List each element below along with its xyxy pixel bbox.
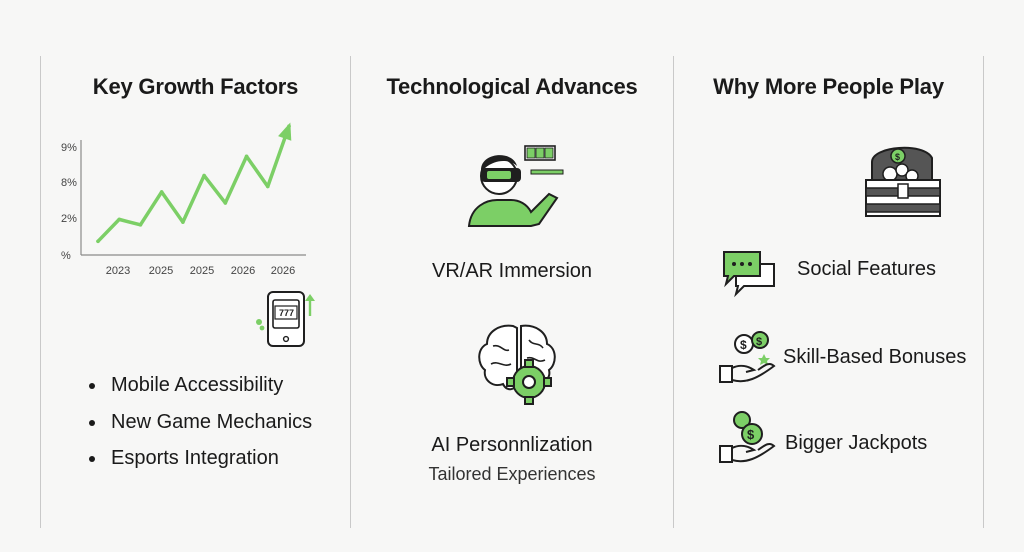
chart-trend-arrowhead [278,122,292,141]
divider-middle-left [350,56,351,528]
svg-text:$: $ [895,152,900,162]
slot-machine-phone-icon: 777 [256,291,315,347]
chart-series-line [96,124,291,244]
chart-data-point [202,173,206,178]
chart-data-point [96,239,100,244]
svg-text:$: $ [756,336,762,348]
chart-data-point [223,201,228,205]
chart-data-point [138,223,143,227]
ai-personalization-label: AI Personnlization [431,434,593,456]
chart-y-tick-label: 2% [61,213,77,225]
why-title: Why More People Play [713,74,944,99]
svg-text:777: 777 [279,308,294,318]
divider-middle-right [673,56,674,528]
growth-chart: 9% 8% 2%% 2023 2025 2025 2026 2026 [61,122,306,277]
bullet-esports-integration: Esports Integration [89,443,312,480]
chart-x-tick-label: 2026 [271,265,295,277]
panel-technological-advances: Technological Advances VR/AR Immersion [351,0,673,552]
chart-data-point [181,220,185,224]
growth-title: Key Growth Factors [92,74,299,99]
bullet-new-game-mechanics: New Game Mechanics [89,407,312,444]
tech-title: Technological Advances [386,74,638,99]
chart-y-tick-label: 9% [61,142,77,154]
growth-bullet-list: Mobile Accessibility New Game Mechanics … [89,370,312,480]
treasure-chest-icon: $ [865,146,941,217]
hand-jackpot-coins-icon: $ [719,411,776,463]
panel-why-more-people-play: Why More People Play $ Social Features $… [674,0,983,552]
chart-data-point [244,154,249,159]
social-features-label: Social Features [797,258,936,280]
brain-gear-icon [478,324,556,405]
chart-x-tick-label: 2026 [231,265,255,277]
chart-y-tick-label: 8% [61,177,77,189]
svg-text:$: $ [740,338,747,352]
chart-data-point [265,184,270,189]
vr-ar-label: VR/AR Immersion [431,260,593,282]
bigger-jackpots-label: Bigger Jackpots [785,432,928,454]
hand-coins-icon: $ $ [719,331,776,383]
chart-x-tick-label: 2023 [106,265,130,277]
chart-data-point [117,217,122,222]
vr-headset-person-icon [467,145,564,227]
panel-growth-factors: Key Growth Factors 9% 8% 2%% 2023 2025 2025 2… [41,0,350,552]
chart-x-tick-label: 2025 [190,265,214,277]
chart-y-tick-label: % [61,250,71,262]
divider-right [983,56,984,528]
bullet-mobile-accessibility: Mobile Accessibility [89,370,312,407]
svg-text:$: $ [747,427,755,442]
ai-personalization-sublabel: Tailored Experiences [428,464,596,484]
chat-bubbles-icon [723,251,775,298]
divider-left [40,56,41,528]
chart-data-point [159,190,164,194]
skill-based-bonuses-label: Skill-Based Bonuses [783,346,967,368]
chart-x-tick-label: 2025 [149,265,173,277]
